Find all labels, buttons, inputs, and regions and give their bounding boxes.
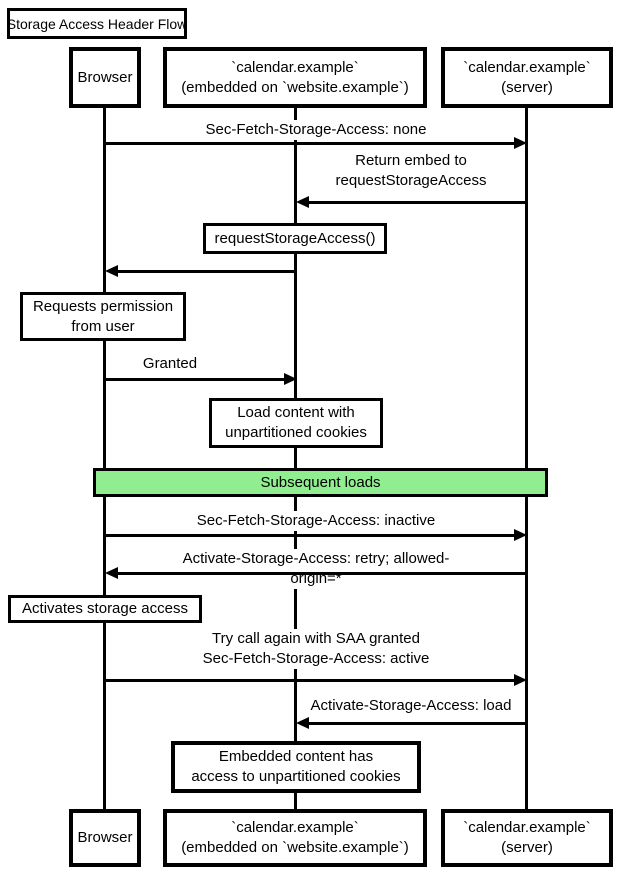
message-label-sec-fetch-inactive: Sec-Fetch-Storage-Access: inactive xyxy=(193,511,439,531)
note-activates-storage: Activates storage access xyxy=(8,595,202,623)
arrowhead-right-icon xyxy=(514,529,527,541)
arrowhead-right-icon xyxy=(514,674,527,686)
diagram-title: Storage Access Header Flow xyxy=(7,8,187,39)
section-band-subsequent-loads: Subsequent loads xyxy=(93,468,548,497)
message-line-return-embed xyxy=(309,201,527,204)
message-line-activate-load xyxy=(309,722,527,725)
message-label-granted: Granted xyxy=(139,354,201,374)
note-embedded-content: Embedded content has access to unpartiti… xyxy=(171,741,421,793)
message-line-request-storage-access xyxy=(118,270,296,273)
participant-server-top: `calendar.example` (server) xyxy=(441,47,613,108)
note-request-storage-access: requestStorageAccess() xyxy=(203,223,387,254)
participant-server-bottom: `calendar.example` (server) xyxy=(441,809,613,867)
message-label-activate-load: Activate-Storage-Access: load xyxy=(307,696,515,716)
message-line-try-again xyxy=(105,679,514,682)
participant-browser-top: Browser xyxy=(69,47,141,108)
note-load-content: Load content with unpartitioned cookies xyxy=(209,398,383,448)
message-line-activate-retry xyxy=(118,572,527,575)
message-label-try-again: Try call again with SAA granted Sec-Fetc… xyxy=(199,629,433,669)
note-requests-permission: Requests permission from user xyxy=(20,292,186,341)
message-label-sec-fetch-none: Sec-Fetch-Storage-Access: none xyxy=(202,120,430,140)
participant-embed-top: `calendar.example` (embedded on `website… xyxy=(163,47,427,108)
message-label-activate-retry: Activate-Storage-Access: retry; allowed-… xyxy=(156,549,476,589)
arrowhead-left-icon xyxy=(105,265,118,277)
participant-embed-bottom: `calendar.example` (embedded on `website… xyxy=(163,809,427,867)
arrowhead-right-icon xyxy=(284,373,297,385)
lifeline-embed xyxy=(294,108,297,809)
message-line-sec-fetch-inactive xyxy=(105,534,514,537)
lifeline-server xyxy=(525,108,528,809)
participant-browser-bottom: Browser xyxy=(69,809,141,867)
arrowhead-left-icon xyxy=(296,196,309,208)
arrowhead-left-icon xyxy=(296,717,309,729)
lifeline-browser xyxy=(103,108,106,809)
message-label-return-embed: Return embed to requestStorageAccess xyxy=(332,151,490,191)
arrowhead-left-icon xyxy=(105,567,118,579)
arrowhead-right-icon xyxy=(514,137,527,149)
message-line-sec-fetch-none xyxy=(105,142,514,145)
message-line-granted xyxy=(105,378,284,381)
